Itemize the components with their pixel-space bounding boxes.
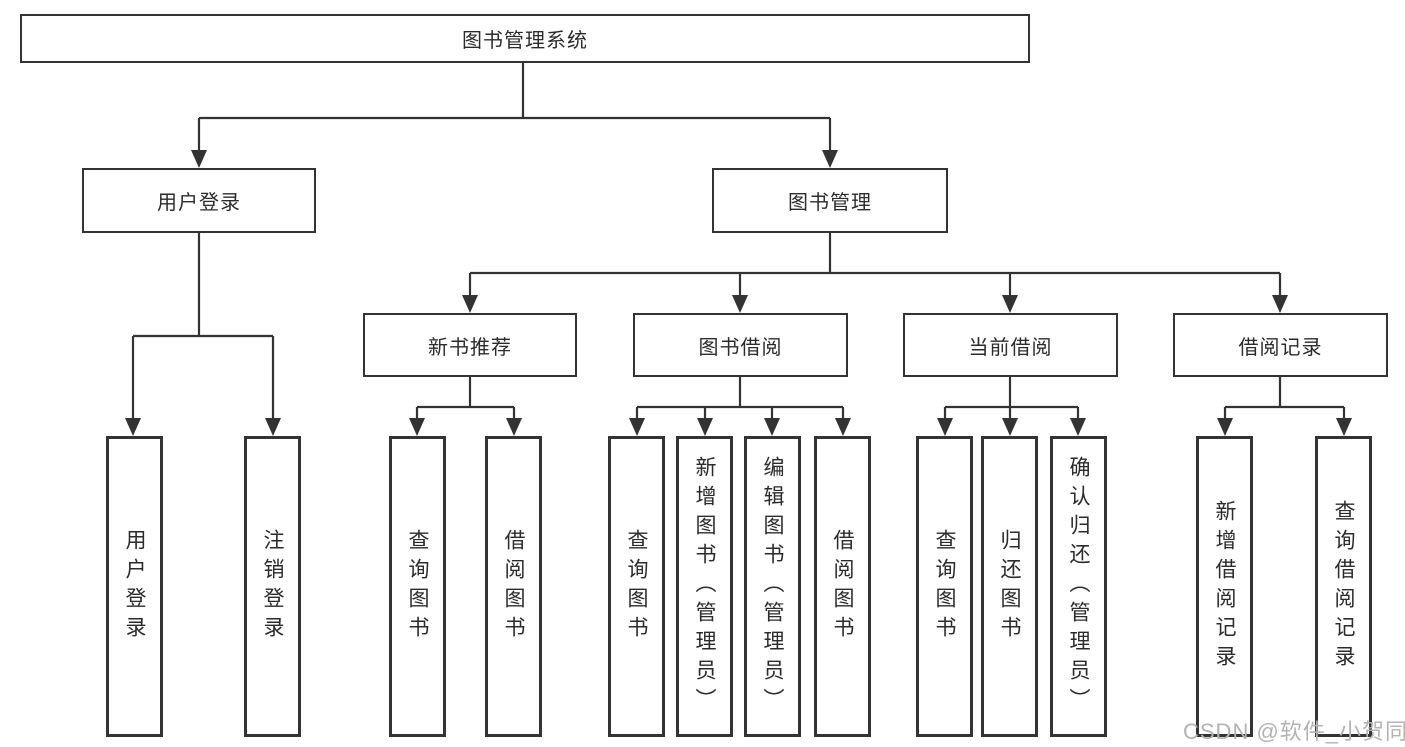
leaf-borrow-edit-books-admin: 编辑图书（管理员） [744,436,801,737]
arrowhead [1217,418,1233,436]
arrowhead [937,418,953,436]
leaf-recommend-query-books: 查询图书 [389,436,446,737]
arrowhead [1272,295,1288,313]
arrowheads [125,150,1352,436]
connector-borrow-records-group [1223,377,1346,420]
node-new-book-recommend: 新书推荐 [363,313,577,377]
watermark: CSDN @软件_小贺同学 [1183,719,1405,744]
arrowhead [125,418,141,436]
arrowhead [462,295,478,313]
leaf-current-query-books: 查询图书 [916,436,973,737]
connector-book-borrow-group [635,377,845,420]
node-book-borrow: 图书借阅 [633,313,848,377]
connector-root [197,63,832,152]
arrowhead [265,418,281,436]
node-root: 图书管理系统 [20,14,1030,63]
arrowhead [835,418,851,436]
arrowhead [822,150,838,168]
leaf-borrow-query-books: 查询图书 [608,436,665,737]
node-book-management: 图书管理 [712,168,948,233]
leaf-logout: 注销登录 [244,436,301,737]
leaf-user-login: 用户登录 [106,436,163,737]
connector-current-borrow-group [943,377,1080,420]
arrowhead [191,150,207,168]
arrowhead [409,418,425,436]
leaf-records-add-record: 新增借阅记录 [1196,436,1253,737]
arrowhead [1002,418,1018,436]
arrowhead [629,418,645,436]
node-borrow-records: 借阅记录 [1173,313,1388,377]
leaf-recommend-borrow-books: 借阅图书 [485,436,542,737]
arrowhead [1336,418,1352,436]
connector-lines [131,63,1346,420]
arrowhead [506,418,522,436]
connector-user-login-branch [131,233,275,420]
arrowhead [697,418,713,436]
node-user-login-branch: 用户登录 [82,168,316,233]
leaf-current-confirm-return-admin: 确认归还（管理员） [1050,436,1107,737]
leaf-borrow-borrow-books: 借阅图书 [814,436,871,737]
leaf-current-return-books: 归还图书 [981,436,1038,737]
arrowhead [1070,418,1086,436]
connector-book-management-branch [468,233,1282,297]
arrowhead [732,295,748,313]
arrowhead [764,418,780,436]
leaf-borrow-add-books-admin: 新增图书（管理员） [676,436,733,737]
node-current-borrow: 当前借阅 [903,313,1118,377]
leaf-records-query-record: 查询借阅记录 [1315,436,1372,737]
connector-new-book-recommend-group [415,377,516,420]
arrowhead [1002,295,1018,313]
